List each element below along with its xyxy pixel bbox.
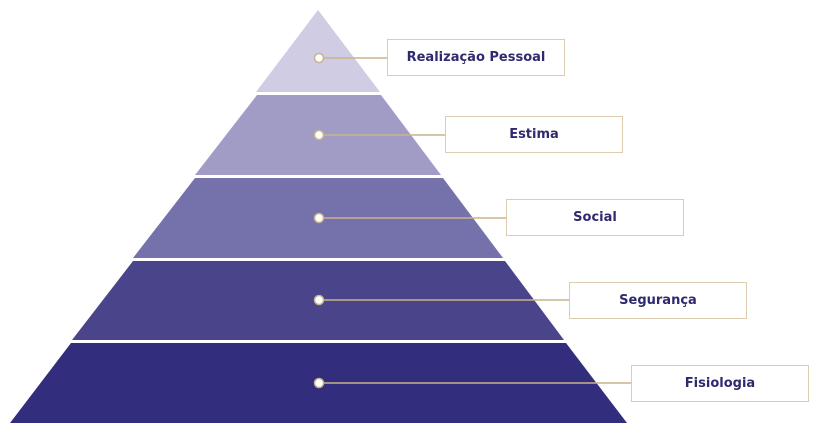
label-estima: Estima xyxy=(445,116,623,153)
label-seguranca: Segurança xyxy=(569,282,747,319)
connector-dot-1 xyxy=(313,52,325,64)
connector-dot-2 xyxy=(313,129,325,141)
connector-dot-5 xyxy=(313,377,325,389)
pyramid-level-1 xyxy=(256,10,380,92)
connector-dot-4 xyxy=(313,294,325,306)
connector-dot-3 xyxy=(313,212,325,224)
label-social: Social xyxy=(506,199,684,236)
label-realizacao-pessoal: Realização Pessoal xyxy=(387,39,565,76)
label-fisiologia: Fisiologia xyxy=(631,365,809,402)
